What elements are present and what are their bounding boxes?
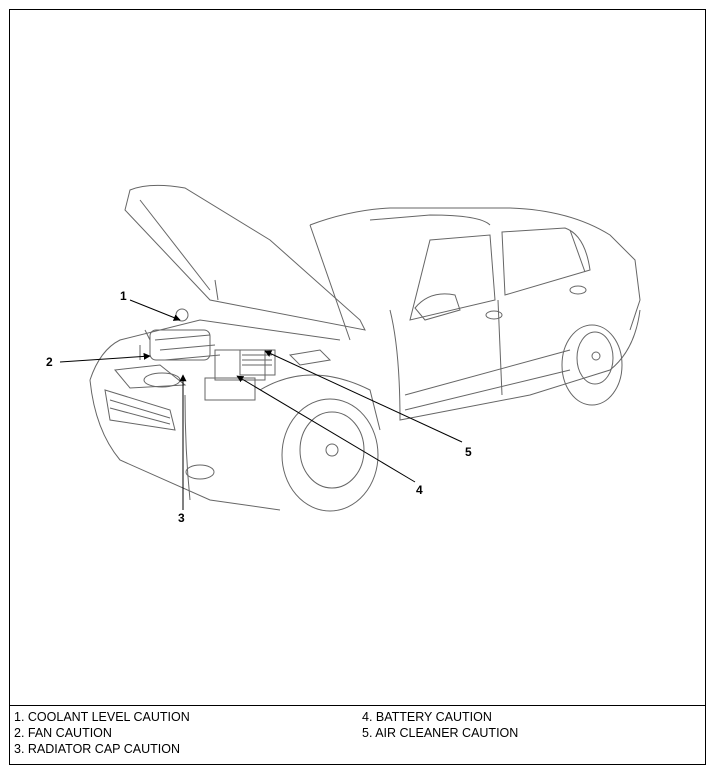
legend-item-battery: 4. BATTERY CAUTION: [362, 710, 492, 724]
legend-item-radiator-cap: 3. RADIATOR CAP CAUTION: [14, 742, 181, 756]
car-engine-bay-illustration: 1 2 3 4 5: [46, 184, 641, 525]
callout-2: 2: [46, 355, 53, 369]
legend-right-column: 4. BATTERY CAUTION 5. AIR CLEANER CAUTIO…: [362, 709, 518, 741]
leader-lines: [59, 299, 463, 510]
diagram-frame: [9, 9, 706, 765]
callout-1: 1: [120, 289, 127, 303]
legend-left-column: 1. COOLANT LEVEL CAUTION 2. FAN CAUTION …: [14, 709, 190, 757]
leader-line-1: [129, 299, 181, 321]
callout-numbers: 1 2 3 4 5: [46, 289, 472, 525]
legend-item-fan: 2. FAN CAUTION: [14, 726, 112, 740]
callout-4: 4: [416, 483, 423, 497]
callout-5: 5: [465, 445, 472, 459]
legend-item-air-cleaner: 5. AIR CLEANER CAUTION: [362, 726, 519, 740]
legend-item-coolant-level: 1. COOLANT LEVEL CAUTION: [14, 710, 190, 724]
leader-line-4: [236, 375, 416, 483]
callout-3: 3: [178, 511, 185, 525]
legend-divider: [9, 705, 706, 706]
leader-line-5: [264, 350, 463, 443]
leader-line-2: [59, 352, 151, 363]
car-outline: [89, 184, 641, 512]
